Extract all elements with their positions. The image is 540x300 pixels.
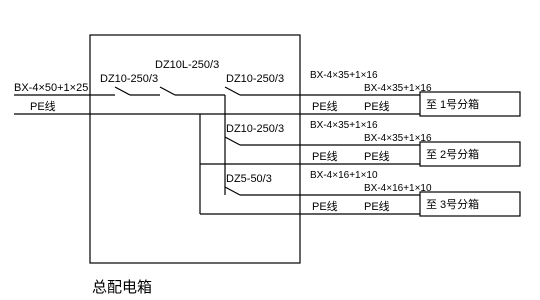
branch-1-breaker-blade bbox=[224, 86, 241, 96]
branch-1-cable-bottom: BX-4×35+1×16 bbox=[364, 83, 432, 94]
branch-3-pe-left: PE线 bbox=[312, 199, 338, 213]
branch-2-pe-right: PE线 bbox=[364, 149, 390, 163]
branch-1-destination: 至 1号分箱 bbox=[426, 97, 479, 111]
branch-2-pe-left: PE线 bbox=[312, 149, 338, 163]
incoming-pe-label: PE线 bbox=[30, 99, 56, 113]
main-switch-blade bbox=[114, 86, 131, 96]
distribution-box-outline bbox=[89, 34, 301, 264]
branch-1-pe-left: PE线 bbox=[312, 99, 338, 113]
leakage-switch-blade bbox=[159, 86, 176, 96]
branch-2-breaker-blade bbox=[224, 136, 241, 146]
branch-2-destination: 至 2号分箱 bbox=[426, 147, 479, 161]
branch-3-breaker-blade bbox=[224, 186, 241, 196]
destination-box-3 bbox=[419, 191, 521, 217]
branch-2-cable-bottom: BX-4×35+1×16 bbox=[364, 133, 432, 144]
branch-2-breaker-label: DZ10-250/3 bbox=[226, 123, 284, 135]
branch-1-pe-right: PE线 bbox=[364, 99, 390, 113]
box-title: 总配电箱 bbox=[92, 278, 152, 296]
branch-3-destination: 至 3号分箱 bbox=[426, 197, 479, 211]
branch-3-breaker-label: DZ5-50/3 bbox=[226, 173, 272, 185]
branch-3-cable-top: BX-4×16+1×10 bbox=[310, 170, 378, 181]
branch-3-cable-bottom: BX-4×16+1×10 bbox=[364, 183, 432, 194]
branch-3-pe-right: PE线 bbox=[364, 199, 390, 213]
branch-2-cable-top: BX-4×35+1×16 bbox=[310, 120, 378, 131]
incoming-cable-label: BX-4×50+1×25 bbox=[14, 82, 88, 94]
destination-box-2 bbox=[419, 141, 521, 167]
main-switch-label: DZ10-250/3 bbox=[100, 73, 158, 85]
branch-1-cable-top: BX-4×35+1×16 bbox=[310, 70, 378, 81]
leakage-switch-label: DZ10L-250/3 bbox=[155, 59, 219, 71]
destination-box-1 bbox=[419, 91, 521, 117]
branch-1-breaker-label: DZ10-250/3 bbox=[226, 73, 284, 85]
